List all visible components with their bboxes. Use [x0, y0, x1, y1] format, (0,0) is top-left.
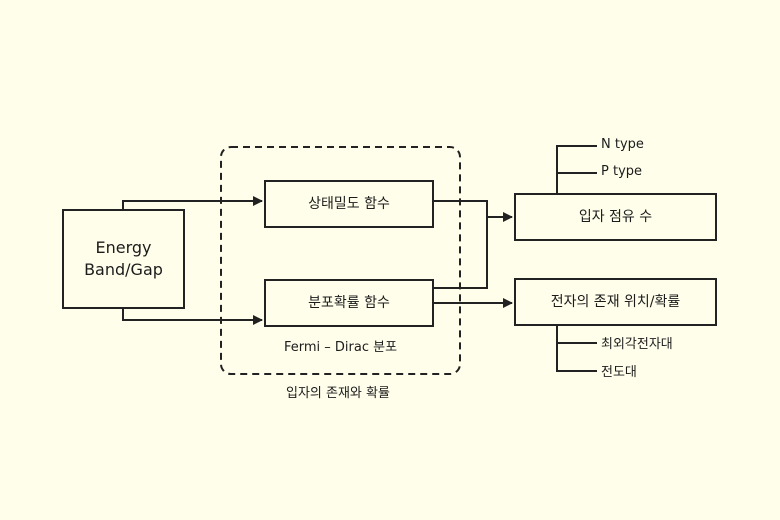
density-of-states-label: 상태밀도 함수: [308, 196, 390, 212]
electron-position-node: 전자의 존재 위치/확률: [514, 278, 717, 326]
distribution-probability-label: 분포확률 함수: [308, 295, 390, 311]
energy-label-line1: Energy: [95, 238, 152, 257]
occupancy-node: 입자 점유 수: [514, 193, 717, 241]
density-of-states-node: 상태밀도 함수: [264, 180, 434, 228]
electron-position-label: 전자의 존재 위치/확률: [550, 294, 681, 310]
branch-electron: [556, 325, 597, 372]
occupancy-label: 입자 점유 수: [578, 209, 653, 225]
energy-band-gap-node: Energy Band/Gap: [62, 209, 185, 309]
branch-conduction-band: 전도대: [601, 365, 637, 380]
fermi-dirac-note: Fermi – Dirac 분포: [284, 340, 398, 355]
arrow-energy-to-density: [122, 196, 263, 209]
branch-valence-band: 최외각전자대: [601, 337, 673, 352]
line-density-merge: [433, 200, 488, 289]
group-caption: 입자의 존재와 확률: [286, 386, 390, 401]
arrow-energy-to-distribution: [122, 308, 263, 325]
branch-n-type: N type: [601, 137, 644, 152]
distribution-probability-node: 분포확률 함수: [264, 279, 434, 327]
branch-p-type: P type: [601, 164, 643, 179]
branch-occupancy: [556, 145, 597, 193]
energy-label-line2: Band/Gap: [84, 260, 163, 279]
group-dashed-border: [220, 146, 461, 375]
